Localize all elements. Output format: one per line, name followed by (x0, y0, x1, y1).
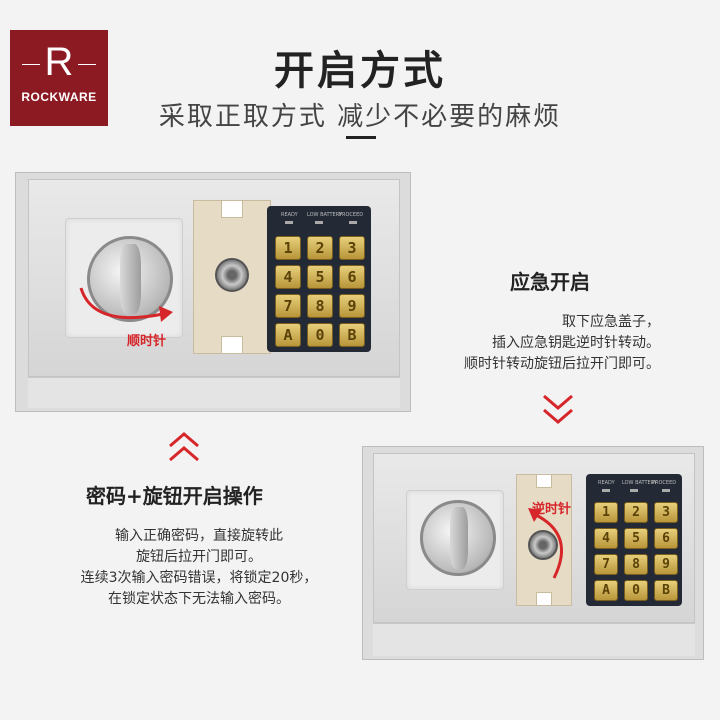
password-title: 密码+旋钮开启操作 (86, 484, 263, 508)
emergency-description: 取下应急盖子， 插入应急钥匙逆时针转动。 顺时针转动旋钮后拉开门即可。 (464, 312, 660, 375)
bottom-safe-base (373, 623, 695, 656)
keypad-key[interactable]: B (654, 580, 678, 601)
keypad-key[interactable]: 1 (594, 502, 618, 523)
keypad-key[interactable]: 8 (624, 554, 648, 575)
password-line: 在锁定状态下无法输入密码。 (108, 591, 290, 607)
counterclockwise-label: 逆时针 (532, 502, 572, 517)
emergency-line: 顺时针转动旋钮后拉开门即可。 (464, 356, 660, 372)
password-line: 旋钮后拉开门即可。 (136, 549, 262, 565)
title-underline (346, 136, 376, 139)
top-keyhole-icon (215, 258, 249, 292)
page-title: 开启方式 (274, 48, 446, 94)
double-chevron-down-icon (543, 394, 573, 424)
keypad-key[interactable]: A (275, 323, 301, 347)
logo-line-left (22, 64, 40, 65)
light-low-battery-label: LOW BATTERY (622, 480, 657, 486)
keypad-key[interactable]: 9 (339, 294, 365, 318)
bottom-keyhole-icon (528, 530, 558, 560)
light-proceed-label: PROCEED (339, 212, 364, 218)
keypad-key[interactable]: 4 (275, 265, 301, 289)
light-proceed-label: PROCEED (652, 480, 677, 486)
emergency-line: 取下应急盖子， (562, 314, 660, 330)
keypad-key[interactable]: 8 (307, 294, 333, 318)
keypad-key[interactable]: 7 (594, 554, 618, 575)
emergency-line: 插入应急钥匙逆时针转动。 (492, 335, 660, 351)
keypad-key[interactable]: 5 (624, 528, 648, 549)
emergency-title: 应急开启 (510, 270, 590, 294)
brand-logo: R ROCKWARE (10, 30, 108, 126)
keypad-key[interactable]: B (339, 323, 365, 347)
light-ready-label: READY (598, 480, 615, 486)
keypad-key[interactable]: 5 (307, 265, 333, 289)
keypad-key[interactable]: 6 (654, 528, 678, 549)
keypad-key[interactable]: 6 (339, 265, 365, 289)
password-line: 连续3次输入密码错误，将锁定20秒， (80, 570, 318, 586)
keypad-key[interactable]: 0 (624, 580, 648, 601)
keypad-key[interactable]: A (594, 580, 618, 601)
keypad-key[interactable]: 9 (654, 554, 678, 575)
logo-line-right (78, 64, 96, 65)
password-line: 输入正确密码，直接旋转此 (115, 528, 283, 544)
clockwise-arrow-icon (79, 287, 173, 322)
top-safe-base (28, 377, 400, 408)
page-subtitle: 采取正取方式 减少不必要的麻烦 (158, 102, 562, 132)
keypad-key[interactable]: 0 (307, 323, 333, 347)
keypad-key[interactable]: 3 (654, 502, 678, 523)
light-low-battery-label: LOW BATTERY (307, 212, 342, 218)
keypad-key[interactable]: 4 (594, 528, 618, 549)
password-description: 输入正确密码，直接旋转此 旋钮后拉开门即可。 连续3次输入密码错误，将锁定20秒… (40, 526, 358, 610)
logo-letter: R (44, 40, 74, 84)
light-ready-label: READY (281, 212, 298, 218)
bottom-knob-icon (420, 500, 496, 576)
logo-wordmark: ROCKWARE (21, 90, 97, 104)
clockwise-label: 顺时针 (127, 334, 167, 349)
top-knob-icon (87, 236, 173, 322)
counterclockwise-arrow-icon (528, 508, 563, 579)
double-chevron-up-icon (169, 432, 199, 462)
keypad-key[interactable]: 2 (307, 236, 333, 260)
keypad-key[interactable]: 3 (339, 236, 365, 260)
keypad-key[interactable]: 1 (275, 236, 301, 260)
keypad-key[interactable]: 7 (275, 294, 301, 318)
keypad-key[interactable]: 2 (624, 502, 648, 523)
